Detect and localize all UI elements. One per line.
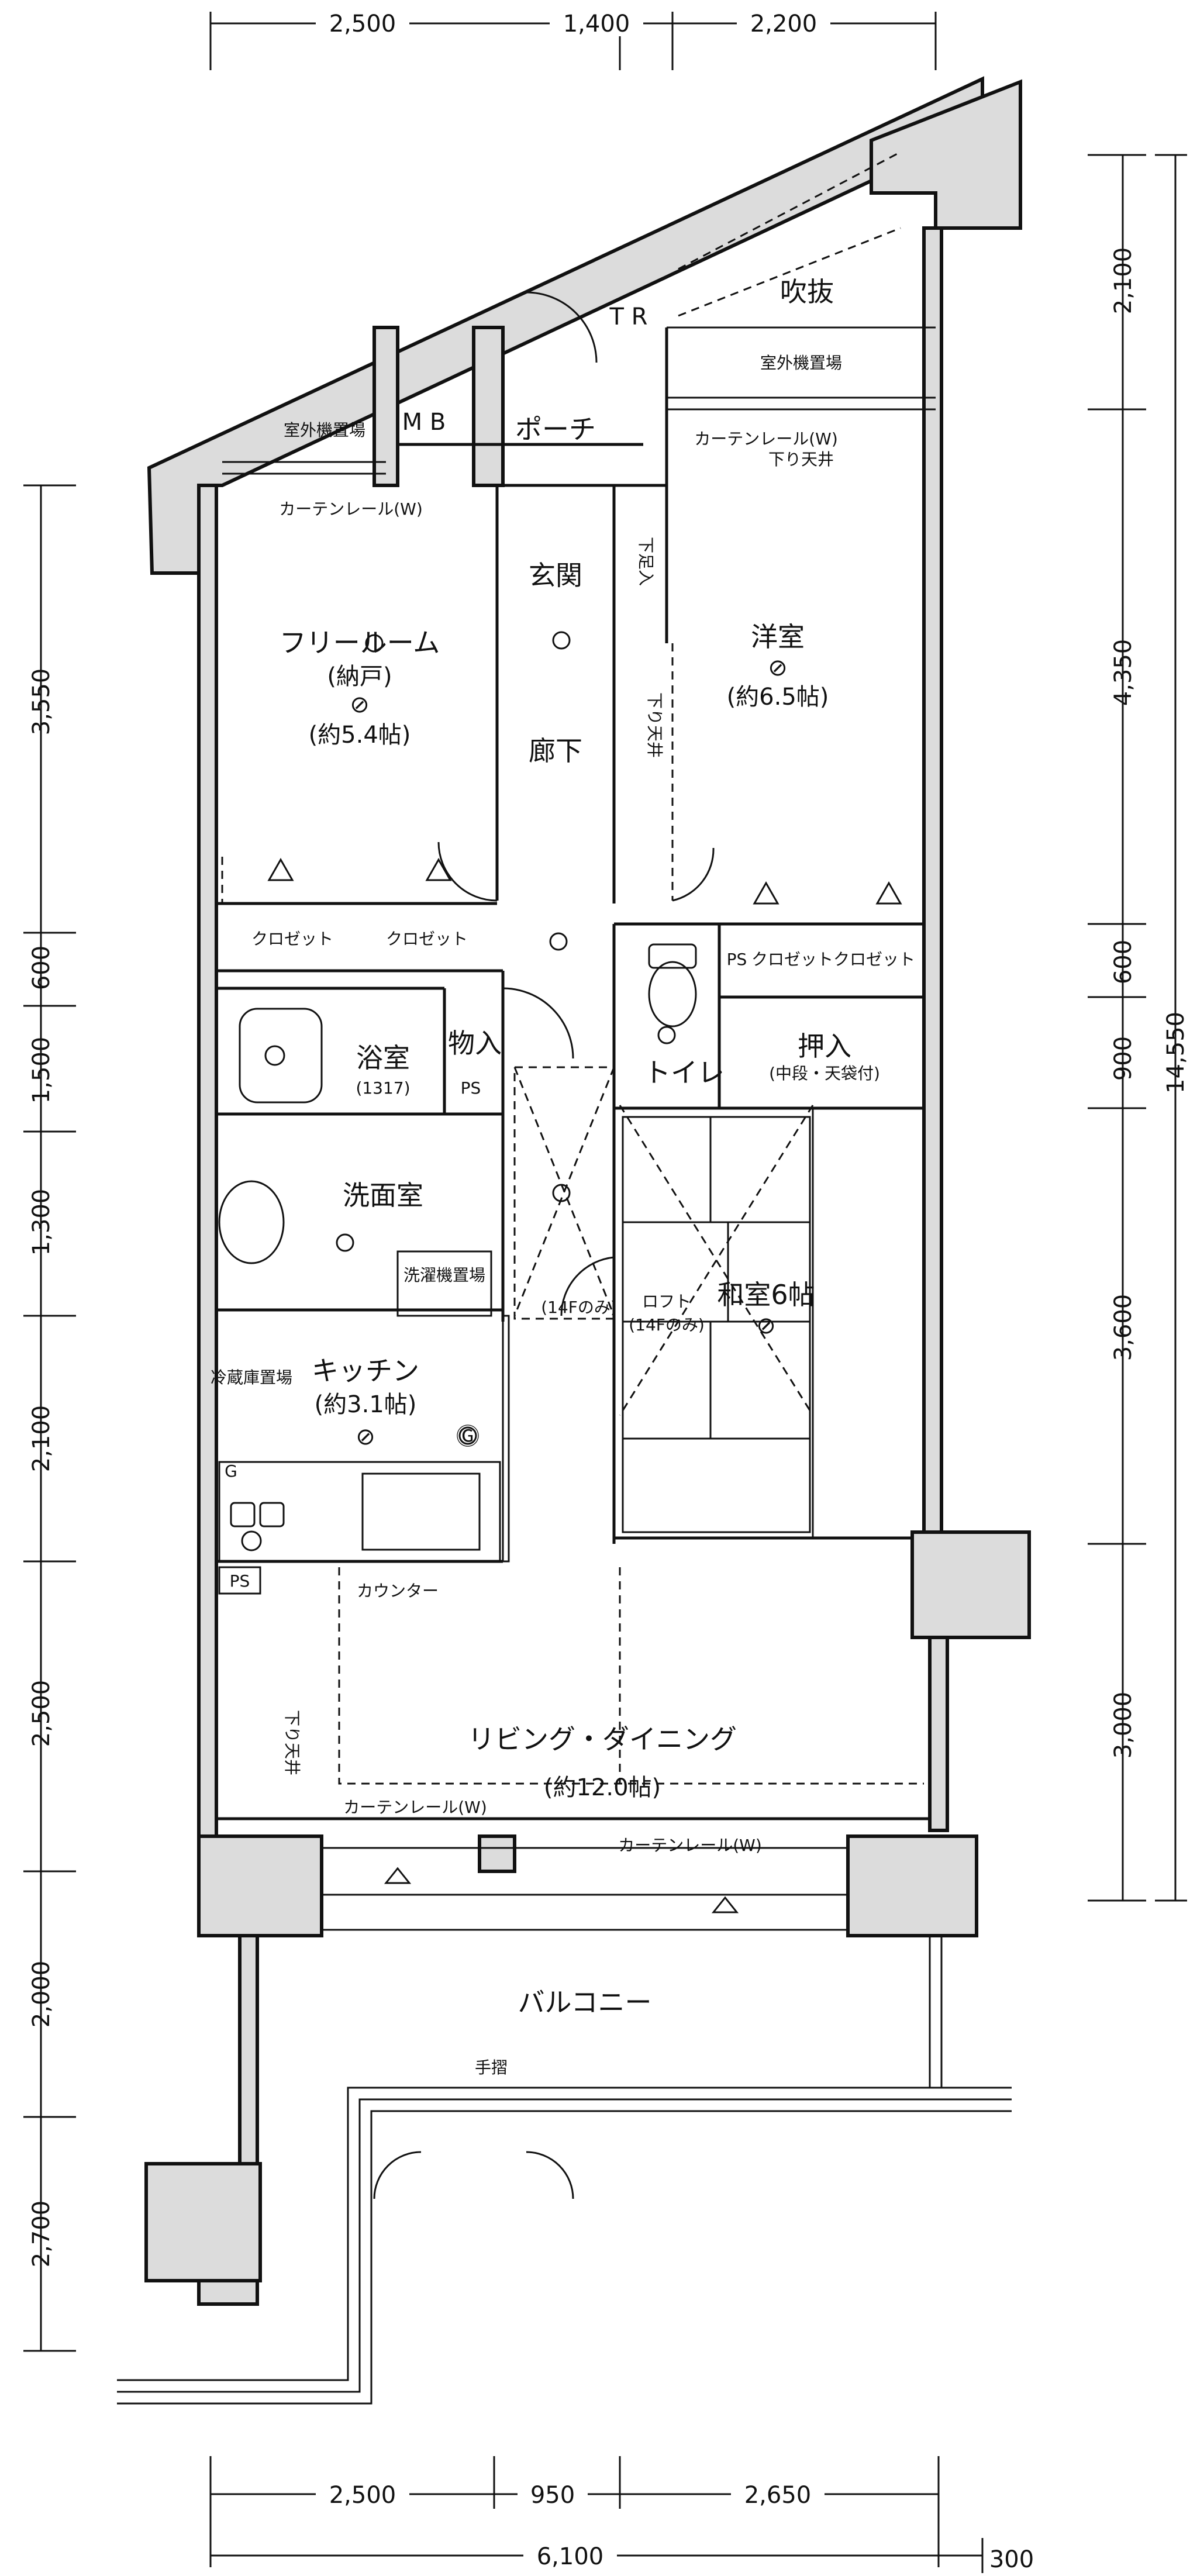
left-dim-6: 2,500 (28, 1680, 55, 1747)
kitchen-gas-mark: Ⓖ (456, 1423, 480, 1450)
free-room-label: フリールーム (280, 627, 440, 658)
handrail-label: 手摺 (475, 2058, 508, 2077)
room-labels: フリールーム (納戸) ⊘ (約5.4帖) 洋室 ⊘ (約6.5帖) 玄関 廊下… (211, 276, 880, 2018)
bottom-dim-2: 950 (530, 2482, 575, 2509)
bath-size: (1317) (356, 1078, 410, 1098)
bottom-dim-extra: 300 (989, 2546, 1034, 2573)
closet-label-4: クロゼット (833, 950, 915, 969)
curtain-rail-w: カーテンレール(W) (694, 429, 838, 449)
tatami-mats (622, 1116, 811, 1533)
mb-label: M B (402, 409, 446, 436)
dashed-lines (221, 151, 924, 1785)
living-size: (約12.0帖) (544, 1774, 661, 1801)
toilet-icon (648, 961, 697, 1027)
left-dim-1: 3,550 (28, 668, 55, 736)
top-dim-2: 1,400 (563, 11, 630, 37)
fridge-label: 冷蔵庫置場 (211, 1368, 292, 1387)
lowered-ceiling-vertical: 下り天井 (645, 692, 664, 758)
left-dimension-line: 3,550 600 1,500 1,300 2,100 2,500 2,000 … (23, 484, 76, 2352)
fourteen-f-only: (14Fのみ) (541, 1298, 617, 1317)
curtain-rail-left: カーテンレール(W) (279, 499, 423, 519)
curtain-rail-living-2: カーテンレール(W) (618, 1836, 762, 1855)
atrium-label: 吹抜 (780, 276, 834, 308)
loft-label: ロフト (642, 1292, 691, 1311)
right-dim-4: 900 (1110, 1036, 1137, 1081)
bottom-dim-total: 6,100 (537, 2543, 604, 2570)
triangle-markers (267, 857, 902, 1913)
kitchen-mark: ⊘ (356, 1423, 375, 1450)
living-label: リビング・ダイニング (468, 1723, 737, 1755)
gas-g-label: G (225, 1461, 237, 1481)
porch-label: ポーチ (515, 413, 596, 445)
annotations: 室外機置場 室外機置場 カーテンレール(W) 下り天井 カーテンレール(W) 下… (225, 304, 915, 2077)
left-dim-3: 1,500 (28, 1037, 55, 1104)
free-room-sub: (納戸) (327, 663, 392, 690)
right-dim-6: 3,000 (1110, 1692, 1137, 1759)
right-dimension-lines: 2,100 4,350 600 900 3,600 3,000 14,550 (1088, 154, 1189, 1902)
top-dimension-line: 2,500 1,400 2,200 (209, 11, 937, 70)
right-dim-total: 14,550 (1163, 1012, 1189, 1094)
kitchen-size: (約3.1帖) (315, 1391, 417, 1418)
left-dim-7: 2,000 (28, 1961, 55, 2028)
closet-label-1: クロゼット (251, 929, 333, 949)
western-room-size: (約6.5帖) (727, 684, 829, 711)
toilet-label: トイレ (644, 1057, 725, 1088)
balcony-rails (117, 1936, 1012, 2405)
washbasin-icon (218, 1180, 285, 1264)
ps-label-2: PS (461, 1078, 481, 1098)
western-room-label: 洋室 (751, 621, 805, 653)
stove-icon (230, 1502, 256, 1527)
top-dim-3: 2,200 (750, 11, 818, 37)
closet-label-2: クロゼット (386, 929, 468, 949)
free-room-size: (約5.4帖) (309, 722, 411, 749)
lowered-ceiling-living: 下り天井 (282, 1710, 302, 1775)
curtain-rail-living-1: カーテンレール(W) (343, 1798, 487, 1817)
outdoor-unit-left: 室外機置場 (284, 420, 365, 440)
ps-label-1: PS (727, 950, 747, 969)
kitchen-label: キッチン (312, 1355, 419, 1387)
japanese-room-label: 和室6帖 (717, 1279, 815, 1311)
oshiire-label: 押入 (798, 1030, 851, 1062)
bath-label: 浴室 (356, 1042, 410, 1074)
lowered-ceiling: 下り天井 (768, 450, 834, 469)
closet-label-3: クロゼット (751, 950, 833, 969)
storage-label: 物入 (448, 1027, 502, 1059)
tr-label: T R (609, 304, 648, 330)
counter-label: カウンター (357, 1581, 439, 1601)
right-dim-2: 4,350 (1110, 639, 1137, 706)
fixtures (218, 631, 697, 1551)
left-dim-5: 2,100 (28, 1405, 55, 1473)
left-dim-8: 2,700 (28, 2201, 55, 2268)
entrance-label: 玄関 (529, 560, 582, 591)
right-dim-3: 600 (1110, 940, 1137, 984)
door-swings (373, 291, 715, 2199)
oshiire-sub: (中段・天袋付) (769, 1064, 880, 1083)
bottom-dim-3: 2,650 (744, 2482, 812, 2509)
balcony-label: バルコニー (518, 1987, 651, 2018)
western-room-mark: ⊘ (768, 654, 788, 681)
bottom-dim-1: 2,500 (329, 2482, 396, 2509)
ps-label-3: PS (230, 1571, 250, 1591)
bathtub-icon (239, 1008, 323, 1103)
right-dim-5: 3,600 (1110, 1294, 1137, 1361)
bottom-dimension-line: 2,500 950 2,650 6,100 300 (209, 2456, 1034, 2573)
right-dim-1: 2,100 (1110, 247, 1137, 315)
left-dim-2: 600 (28, 946, 55, 990)
exterior-walls (144, 76, 1031, 2306)
top-dim-1: 2,500 (329, 11, 396, 37)
loft-sub: (14Fのみ) (629, 1315, 705, 1334)
washroom-label: 洗面室 (343, 1180, 423, 1211)
laundry-label: 洗濯機置場 (403, 1265, 485, 1285)
left-dim-4: 1,300 (28, 1189, 55, 1256)
free-room-mark: ⊘ (350, 691, 370, 718)
japanese-room-mark: ⊘ (756, 1312, 776, 1339)
hall-label: 廊下 (529, 735, 582, 767)
outdoor-unit-right: 室外機置場 (760, 353, 842, 373)
shoe-cabinet-label: 下足入 (636, 537, 656, 586)
